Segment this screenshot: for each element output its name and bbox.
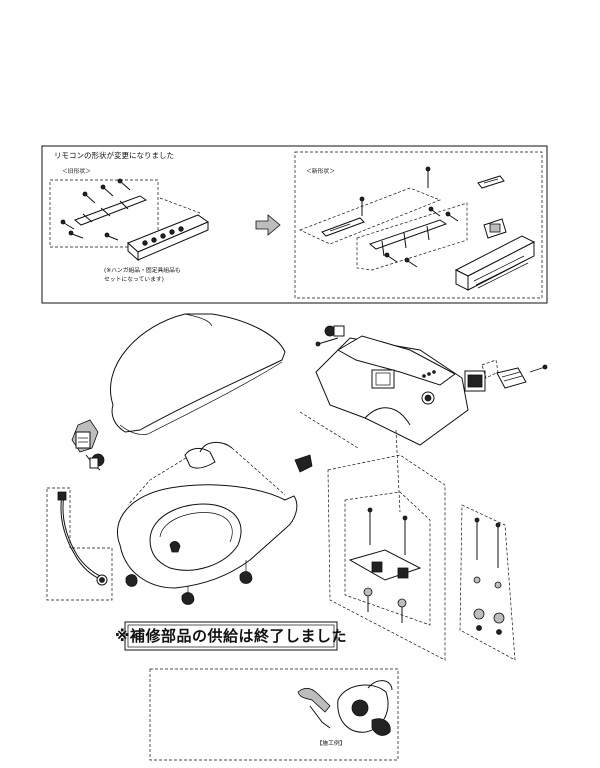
new-holder-plate: [299, 187, 441, 245]
installation-example-box: 【施工例】: [149, 668, 399, 761]
mounting-plate-group: [327, 454, 446, 661]
seat-nut-left: [125, 574, 138, 587]
supply-ended-notice: ※補修部品の供給は終了しました: [115, 621, 347, 651]
water-valve-fitting: [71, 419, 105, 471]
remote-change-title: リモコンの形状が変更になりました: [54, 150, 174, 160]
new-shape-label: ＜新形状＞: [306, 167, 335, 175]
change-arrow-icon: [255, 214, 281, 236]
new-screws: [359, 166, 459, 268]
install-example-label: 【施工例】: [317, 739, 346, 747]
new-remote-control: [454, 235, 536, 291]
old-note-line2: セットになっています): [104, 276, 164, 283]
filter-and-cover: [464, 359, 548, 392]
old-screws: [60, 178, 131, 241]
new-remote-small-parts: [477, 175, 507, 239]
supply-ended-text: ※補修部品の供給は終了しました: [115, 627, 347, 645]
old-hanger-bracket: [74, 195, 148, 226]
bolt-parts: [315, 325, 345, 347]
remote-change-box: リモコンの形状が変更になりました ＜旧形状＞: [41, 145, 548, 304]
old-hanger-dashed-frame: [49, 179, 159, 248]
supply-hose-group: [46, 487, 113, 601]
old-remote-control: [127, 214, 210, 262]
old-shape-label: ＜旧形状＞: [62, 167, 91, 175]
seat-feet: [181, 560, 253, 605]
right-bolt-group: [459, 504, 516, 661]
old-note-line1: (※ハンガ組品・固定具組品も: [104, 266, 181, 274]
toilet-seat: [117, 442, 298, 589]
body-unit: [315, 335, 469, 446]
new-shape-dashed-frame: [294, 151, 543, 299]
toilet-lid: [110, 313, 286, 435]
new-hanger-bracket: [356, 202, 468, 271]
nozzle-cover: [294, 454, 313, 473]
remote-change-frame: [41, 145, 548, 304]
